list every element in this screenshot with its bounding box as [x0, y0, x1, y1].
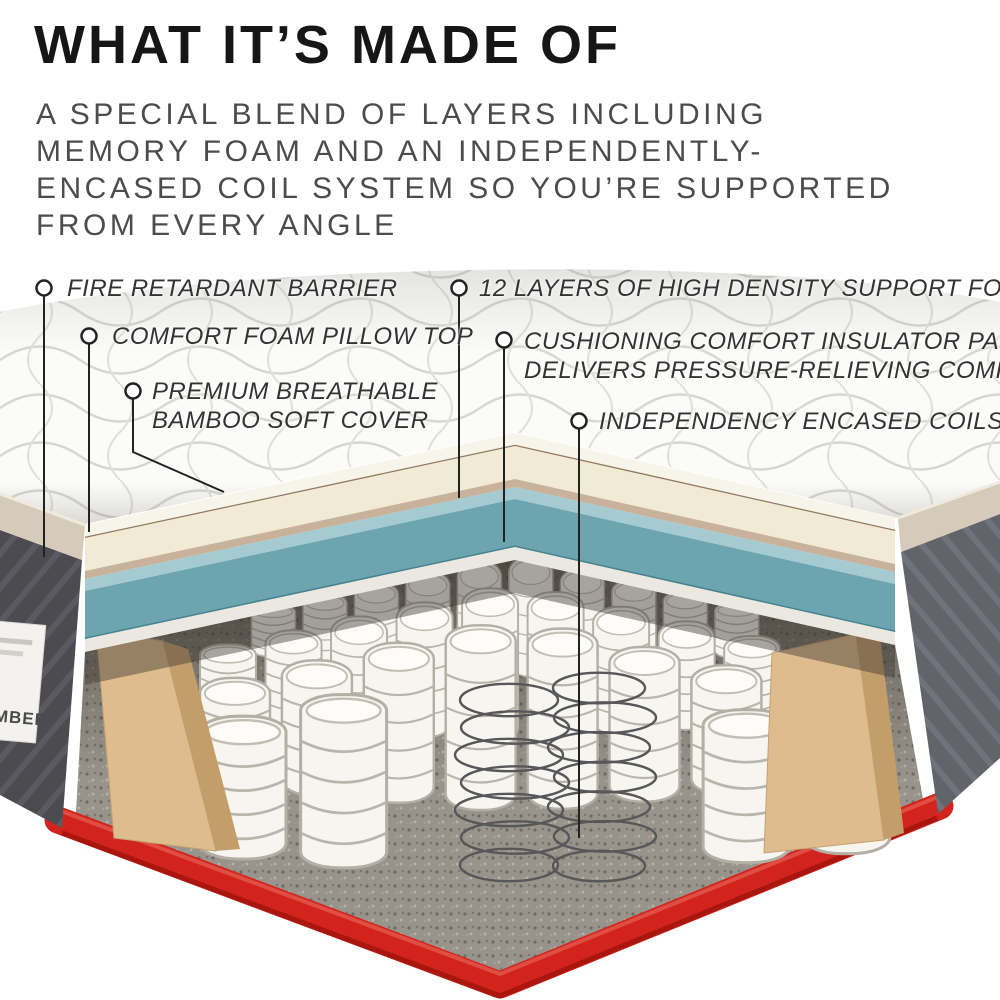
- side-panel-right: [897, 480, 1000, 814]
- page-title: WHAT IT’S MADE OF: [34, 15, 621, 75]
- layer-support-foam-top: [85, 487, 895, 591]
- leader-lines: [35, 279, 588, 838]
- page-subtitle: A SPECIAL BLEND OF LAYERS INCLUDING MEMO…: [36, 96, 894, 244]
- subtitle-line: MEMORY FOAM AND AN INDEPENDENTLY-: [36, 135, 764, 168]
- exposed-wire-springs: [453, 671, 658, 883]
- subtitle-line: ENCASED COIL SYSTEM SO YOU’RE SUPPORTED: [36, 172, 894, 205]
- marker-support-foam: [450, 279, 468, 297]
- callout-comfort-foam-pillow-top: COMFORT FOAM PILLOW TOP: [112, 323, 474, 350]
- layer-support-foam-front: [85, 499, 895, 639]
- marker-bamboo-cover: [124, 382, 142, 400]
- callout-encased-coils: INDEPENDENCY ENCASED COILS: [599, 408, 1000, 435]
- foam-layers: [84, 433, 896, 685]
- layer-comfort-foam: [85, 446, 895, 571]
- callout-comfort-insulator-pad: CUSHIONING COMFORT INSULATOR PAD DELIVER…: [524, 328, 1000, 384]
- callout-fire-retardant-barrier: FIRE RETARDANT BARRIER: [67, 275, 398, 302]
- red-trim: [44, 792, 954, 999]
- marker-insulator-pad: [495, 331, 513, 349]
- subtitle-line: FROM EVERY ANGLE: [36, 209, 398, 242]
- wedge-right: [763, 629, 904, 854]
- layer-quilt-underside: [85, 433, 895, 538]
- brand-tag: UMBER: [0, 619, 49, 744]
- layer-insulator-pad: [85, 479, 895, 579]
- marker-pillow-top: [80, 327, 98, 345]
- layer-base-lip: [85, 547, 895, 652]
- layer-shadow: [85, 560, 895, 685]
- marker-fire-retardant: [35, 279, 53, 297]
- quilt-top: [0, 269, 1000, 524]
- marker-encased-coils: [570, 412, 588, 430]
- subtitle-line: A SPECIAL BLEND OF LAYERS INCLUDING: [36, 98, 768, 131]
- side-panel-left: UMBER: [0, 492, 86, 828]
- callout-high-density-support-foam: 12 LAYERS OF HIGH DENSITY SUPPORT FOAM: [479, 275, 1000, 302]
- callout-bamboo-soft-cover: PREMIUM BREATHABLE BAMBOO SOFT COVER: [152, 378, 438, 434]
